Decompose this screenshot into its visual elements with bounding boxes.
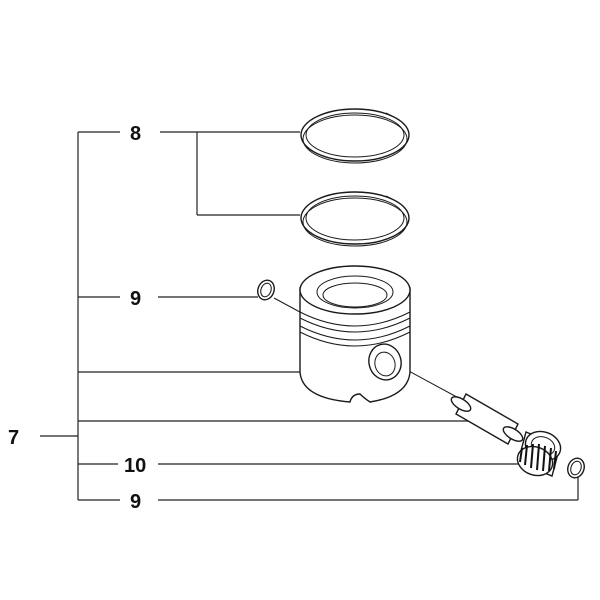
callout-8-rings: 8: [130, 123, 141, 145]
leader-lines: [40, 131, 579, 501]
circlip-top: [257, 279, 275, 301]
piston-ring-lower: [300, 191, 410, 247]
label-bg: [118, 452, 158, 478]
piston-pin: [450, 393, 524, 445]
needle-bearing: [516, 430, 562, 477]
callout-7-assembly: 7: [8, 427, 19, 449]
callout-9-circlip-bottom: 9: [130, 491, 141, 513]
label-bg: [122, 488, 154, 514]
label-bg: [122, 120, 154, 146]
callout-9-circlip-top: 9: [130, 288, 141, 310]
piston-ring-upper: [300, 108, 410, 164]
callout-10-bearing: 10: [124, 455, 146, 477]
piston: [299, 265, 411, 403]
label-bg: [122, 285, 154, 311]
circlip-bottom: [567, 457, 585, 479]
